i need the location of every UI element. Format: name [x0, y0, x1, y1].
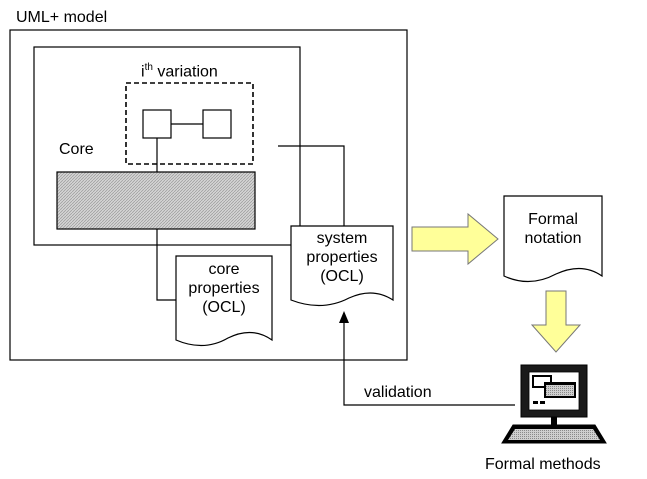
system-properties-line-1: system — [316, 230, 368, 247]
variation-label-sup: th — [144, 62, 153, 73]
variation-label: ith variation — [141, 58, 218, 81]
formal-notation-line-1: Formal — [528, 211, 578, 228]
system-properties-text: system properties (OCL) — [291, 229, 393, 286]
to-formal-notation-arrow — [411, 212, 499, 266]
validation-arrowhead — [339, 311, 349, 323]
system-properties-connector — [278, 145, 345, 226]
computer-icon — [501, 364, 607, 444]
uml-model-label: UML+ model — [16, 9, 108, 26]
variation-class-left — [142, 109, 172, 139]
variation-label-prefix: i — [141, 63, 145, 81]
core-box — [56, 171, 256, 230]
core-properties-line-1: core — [208, 261, 240, 278]
formal-notation-text: Formal notation — [504, 210, 602, 248]
core-properties-line-2: properties — [188, 280, 260, 297]
core-properties-connector — [156, 229, 176, 301]
validation-label: validation — [364, 384, 432, 401]
core-label: Core — [59, 141, 94, 158]
formal-notation-doc — [503, 195, 603, 283]
system-properties-doc — [290, 225, 394, 307]
validation-line — [343, 322, 515, 406]
variation-class-right — [202, 109, 232, 139]
system-properties-line-3: (OCL) — [320, 268, 364, 285]
to-formal-methods-arrow — [530, 290, 582, 353]
variation-label-suffix: variation — [152, 63, 218, 81]
core-properties-doc — [175, 255, 273, 347]
core-properties-line-3: (OCL) — [202, 299, 246, 316]
formal-methods-label: Formal methods — [485, 456, 601, 473]
formal-notation-line-2: notation — [524, 230, 582, 247]
core-properties-text: core properties (OCL) — [176, 260, 272, 317]
system-properties-line-2: properties — [306, 249, 378, 266]
